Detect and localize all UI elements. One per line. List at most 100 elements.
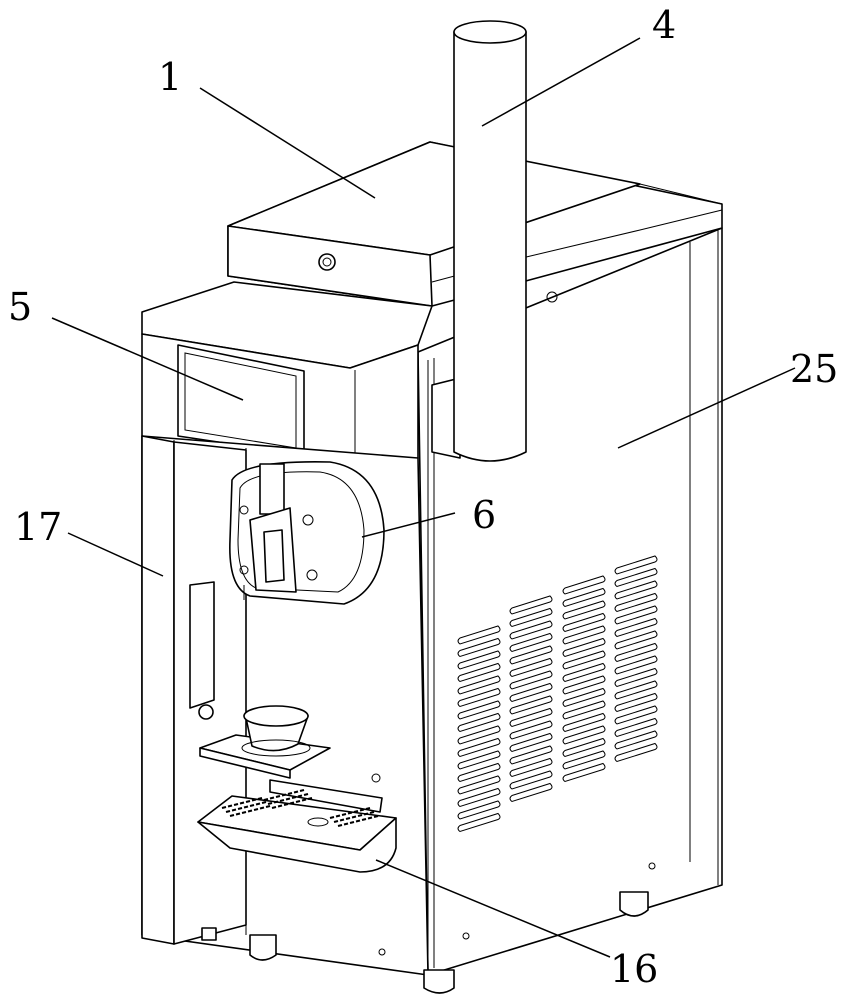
tray-slot: [361, 818, 367, 821]
tray-slot: [247, 809, 253, 813]
vent-slot: [457, 750, 501, 770]
tray-slot: [279, 799, 285, 802]
callout-5: 5: [8, 285, 32, 329]
vent-slot: [614, 555, 658, 575]
tray-slot: [221, 806, 227, 809]
vent-slot: [457, 700, 501, 720]
vent-slot: [509, 720, 553, 740]
tray-slot: [233, 803, 239, 806]
tray-slot: [283, 803, 289, 806]
vent-slot: [509, 745, 553, 765]
vent-slot: [614, 705, 658, 725]
tray-slot: [359, 808, 365, 812]
vent-slot: [457, 775, 501, 795]
vent-slot: [614, 617, 658, 638]
tray-slot: [253, 808, 259, 811]
vent-slot: [614, 692, 658, 713]
tray-slot: [333, 820, 339, 823]
vent-slot: [562, 700, 606, 720]
vent-slot: [457, 637, 501, 658]
vent-slot: [614, 717, 658, 738]
tray-slot: [235, 812, 241, 816]
vent-slot: [562, 637, 606, 658]
leader-17: [67, 532, 164, 577]
vent-slot: [509, 632, 553, 653]
vent-slot: [562, 675, 606, 695]
tray-slot: [269, 796, 275, 800]
vent-slot: [509, 732, 553, 753]
tray-slot: [337, 824, 343, 827]
tray-slot: [335, 814, 341, 818]
vent-slot: [509, 620, 553, 640]
tray-slot: [267, 802, 273, 805]
vent-slot: [457, 675, 501, 695]
tray-slot: [261, 801, 267, 804]
vent-slot: [457, 662, 501, 683]
vent-slot: [509, 595, 553, 615]
vent-slot: [509, 645, 553, 665]
vent-slot: [509, 682, 553, 703]
vent-slot: [509, 657, 553, 678]
vent-slot: [562, 762, 606, 783]
feet: [201, 891, 649, 994]
vent-slot: [457, 812, 501, 833]
tray-slot: [281, 793, 287, 797]
dispensing-head: [229, 461, 385, 605]
leader-1: [199, 87, 376, 199]
callout-4: 4: [652, 3, 676, 47]
tray-slot: [341, 813, 347, 816]
tray-slot: [239, 801, 245, 805]
tray-slot: [357, 814, 363, 817]
vent-slot: [457, 737, 501, 758]
vent-slot: [457, 650, 501, 670]
tray-slot: [225, 810, 231, 813]
vent-slot: [614, 630, 658, 650]
vent-slot: [562, 712, 606, 733]
tray-slot: [251, 798, 257, 802]
tray-slot: [299, 789, 305, 792]
tray-slot: [237, 807, 243, 810]
tray-slot: [227, 804, 233, 808]
tray-slot: [369, 811, 375, 814]
vent-slot: [614, 605, 658, 625]
vent-slot: [562, 662, 606, 683]
tray-slot: [277, 804, 283, 808]
tray-slot: [243, 805, 249, 809]
tray-slot: [349, 821, 355, 824]
tray-slot: [363, 812, 369, 816]
vent-slot: [614, 742, 658, 763]
vent-slot: [509, 757, 553, 778]
tray-slot: [365, 807, 371, 810]
vent-slot: [614, 680, 658, 700]
leader-4: [481, 37, 641, 127]
tray-slot: [297, 794, 303, 798]
vent-slot: [457, 762, 501, 783]
leader-lines: [51, 37, 796, 958]
tray-slot: [265, 805, 271, 808]
tray-slot: [295, 800, 301, 803]
vent-slot: [562, 650, 606, 670]
drip-tray: [197, 773, 397, 873]
tray-slot: [343, 822, 349, 826]
tray-slot: [345, 817, 351, 820]
tray-slot: [367, 816, 373, 820]
vent-slot: [457, 687, 501, 708]
vent-slot: [562, 625, 606, 645]
vent-slot: [457, 625, 501, 645]
vent-slot: [509, 695, 553, 715]
vent-grille: [457, 555, 658, 833]
vent-slot: [509, 707, 553, 728]
vent-slot: [509, 670, 553, 690]
tray-slot: [307, 797, 313, 800]
tray-slot: [275, 795, 281, 798]
tray-slot: [293, 790, 299, 794]
vent-slot: [614, 730, 658, 750]
callout-17: 17: [14, 505, 62, 549]
tray-slot: [291, 796, 297, 799]
callout-6: 6: [472, 493, 496, 537]
drip-tray-slots: [221, 789, 379, 827]
vent-slot: [562, 737, 606, 758]
tray-slot: [351, 815, 357, 819]
cup-holder: [199, 705, 331, 779]
